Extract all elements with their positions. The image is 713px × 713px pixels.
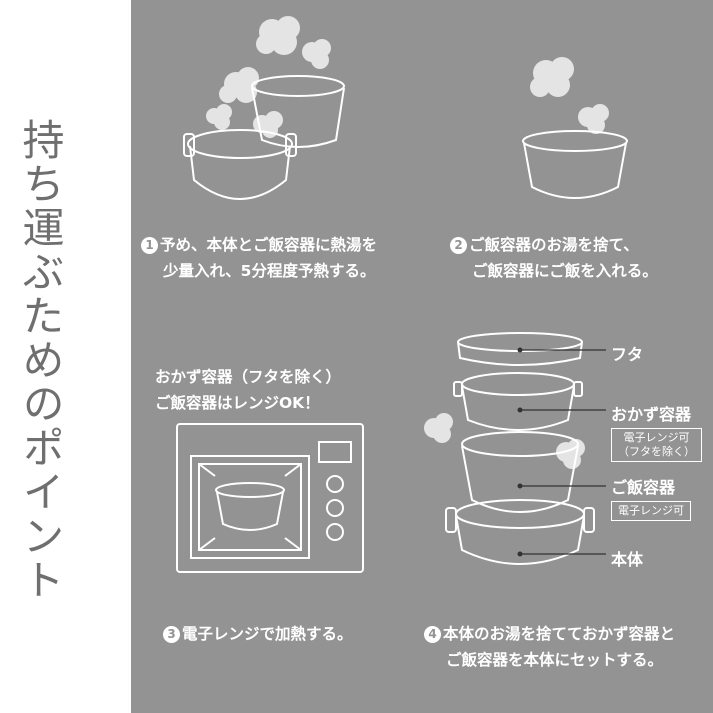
step2-illustration <box>522 57 628 199</box>
tag-side-dish-line1: 電子レンジ可 <box>623 431 690 444</box>
step-1-line1: 予め、本体とご飯容器に熱湯を <box>160 236 378 254</box>
step-3-line1: 電子レンジで加熱する。 <box>182 625 353 643</box>
step-2-number: 2 <box>450 237 467 254</box>
step-2-line2: ご飯容器にご飯を入れる。 <box>472 262 658 280</box>
label-side-dish-container: おかず容器 <box>611 405 692 424</box>
step-2-line1: ご飯容器のお湯を捨て、 <box>469 236 639 254</box>
step-4-line1: 本体のお湯を捨てておかず容器と <box>443 625 676 643</box>
headline-line1: 持ち運ぶためのポイント <box>16 118 65 602</box>
step-1-number: 1 <box>141 237 158 254</box>
step-1-line2: 少量入れ、5分程度予熱する。 <box>163 262 376 280</box>
tag-side-dish-microwave: 電子レンジ可 （フタを除く） <box>611 428 702 462</box>
label-lid: フタ <box>611 345 644 364</box>
microwave-note: おかず容器（フタを除く） ご飯容器はレンジOK！ <box>155 364 341 416</box>
step-4-line2: ご飯容器を本体にセットする。 <box>446 651 664 669</box>
label-rice-container: ご飯容器 <box>611 478 676 497</box>
exploded-view-illustration <box>424 332 606 565</box>
step1-illustration <box>183 16 345 200</box>
tag-rice-microwave: 電子レンジ可 <box>611 501 691 521</box>
label-body: 本体 <box>611 550 644 569</box>
step-3-number: 3 <box>163 626 180 643</box>
microwave-note-line2: ご飯容器はレンジOK！ <box>155 394 320 412</box>
tag-side-dish-line2: （フタを除く） <box>618 445 695 458</box>
headline-line2: ご飯を温かく <box>70 212 116 464</box>
left-title-area <box>0 0 131 713</box>
microwave-illustration <box>176 423 364 573</box>
microwave-note-line1: おかず容器（フタを除く） <box>155 368 342 386</box>
step-4-number: 4 <box>424 626 441 643</box>
